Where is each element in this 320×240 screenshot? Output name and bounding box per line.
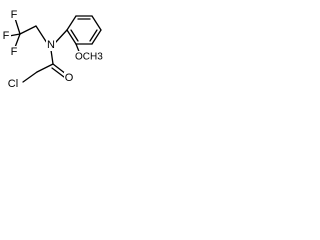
nitrogen-label: N: [47, 39, 55, 51]
fluorine-top-label: F: [11, 9, 18, 21]
bond-n-carbonyl: [50, 49, 54, 65]
ring-double-bond-2: [89, 29, 98, 42]
chlorine-label: Cl: [8, 78, 18, 90]
bond-carbonyl-o-1: [52, 63, 67, 75]
bond-ch2-cl: [22, 71, 38, 83]
ring-bond-3: [91, 15, 102, 31]
bond-cf3-ch2: [19, 25, 37, 35]
ring-bond-4: [91, 29, 102, 45]
ring-double-bond-3: [70, 29, 79, 42]
bond-carbonyl-o-2: [51, 67, 65, 78]
bond-ch2-n: [35, 25, 48, 44]
ring-bond-6: [66, 29, 77, 45]
carbonyl-oxygen-label: O: [65, 72, 74, 84]
fluorine-left-label: F: [3, 30, 10, 42]
bond-n-ring: [54, 29, 68, 44]
ring-bond-1: [66, 15, 77, 31]
bond-carbonyl-ch2: [36, 63, 54, 73]
fluorine-bottom-label: F: [11, 46, 18, 58]
methoxy-label: OCH3: [75, 52, 103, 63]
benzene-ring: [66, 15, 102, 45]
chemical-structure: F F F N O Cl OCH3: [1, 9, 108, 90]
